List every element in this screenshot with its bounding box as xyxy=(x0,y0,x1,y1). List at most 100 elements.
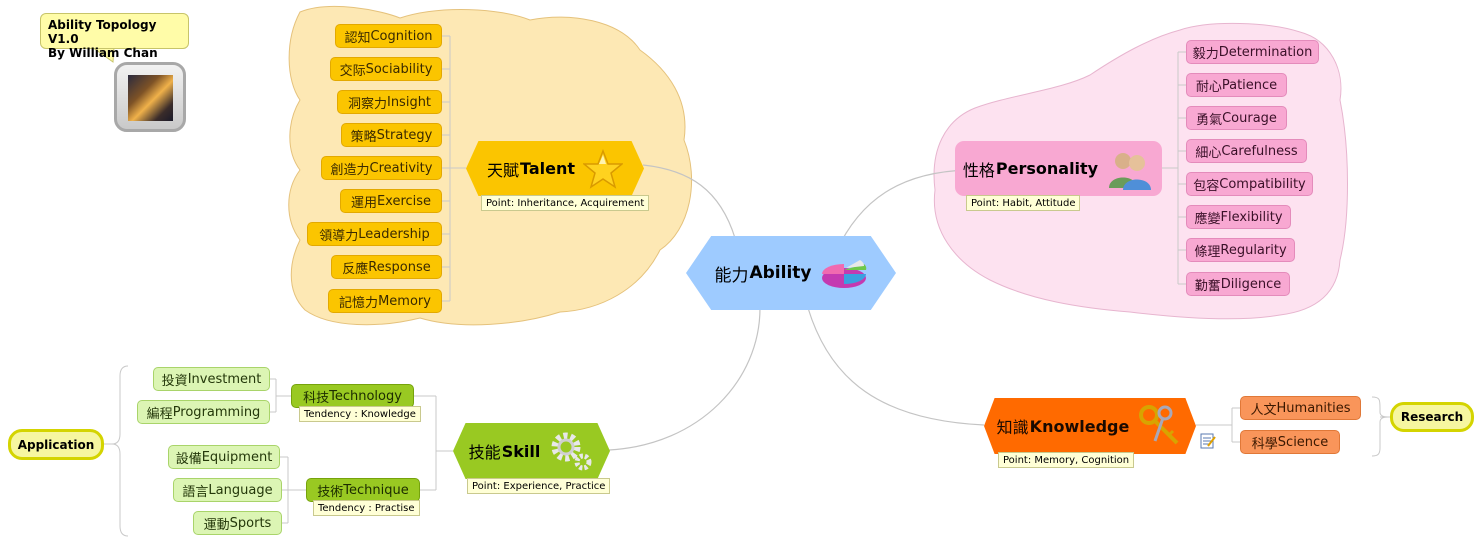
personality-item-en: Flexibility xyxy=(1220,209,1283,225)
knowledge-item-zh: 科學 xyxy=(1251,436,1278,452)
author-avatar[interactable] xyxy=(114,62,186,132)
personality-item-en: Determination xyxy=(1218,44,1313,60)
gears-icon xyxy=(551,432,592,471)
keys-icon xyxy=(1139,405,1179,445)
skill-item-zh: 投資 xyxy=(161,373,188,389)
talent-item-zh: 運用 xyxy=(350,195,377,211)
pie-chart-icon xyxy=(821,260,866,288)
technology-tendency-note: Tendency : Knowledge xyxy=(299,406,421,422)
talent-en: Talent xyxy=(519,159,576,178)
central-zh: 能力 xyxy=(714,265,749,286)
talent-item-zh: 反應 xyxy=(342,261,369,277)
skill-item-zh: 編程 xyxy=(146,406,173,422)
knowledge-item-en: Humanities xyxy=(1276,400,1351,416)
people-icon xyxy=(1109,152,1152,190)
talent-point-note: Point: Inheritance, Acquirement xyxy=(481,195,650,211)
talent-item-zh: 策略 xyxy=(350,129,377,145)
research-label[interactable]: Research xyxy=(1390,402,1474,432)
personality-item-en: Carefulness xyxy=(1221,143,1298,159)
personality-item-zh: 勇氣 xyxy=(1196,112,1223,128)
personality-point-note: Point: Habit, Attitude xyxy=(966,195,1081,211)
technique-tendency-note: Tendency : Practise xyxy=(313,500,420,516)
callout-line-2: By William Chan xyxy=(48,46,158,60)
skill-sub-en: Technology xyxy=(329,388,402,404)
talent-item-en: Creativity xyxy=(369,160,433,176)
personality-en: Personality xyxy=(995,159,1099,178)
personality-item-en: Regularity xyxy=(1220,242,1287,258)
talent-item-zh: 創造力 xyxy=(330,162,370,178)
personality-item-zh: 細心 xyxy=(1195,145,1222,161)
knowledge-item-zh: 人文 xyxy=(1250,402,1277,418)
personality-item-zh: 應變 xyxy=(1194,211,1221,227)
callout-line-1: Ability Topology V1.0 xyxy=(48,18,157,46)
application-label[interactable]: Application xyxy=(8,429,104,460)
talent-item-en: Strategy xyxy=(376,127,433,143)
skill-sub-zh: 科技 xyxy=(303,390,330,406)
personality-item-en: Compatibility xyxy=(1219,176,1306,192)
talent-item-en: Insight xyxy=(386,94,432,110)
talent-item-zh: 領導力 xyxy=(319,228,359,244)
skill-item-zh: 語言 xyxy=(182,484,209,500)
knowledge-item-en: Science xyxy=(1277,434,1329,450)
personality-item-en: Courage xyxy=(1222,110,1277,126)
skill-item-en: Language xyxy=(208,482,273,498)
skill-item-zh: 設備 xyxy=(175,451,202,467)
personality-item-zh: 毅力 xyxy=(1192,46,1219,62)
talent-item-en: Sociability xyxy=(365,61,433,77)
personality-item-en: Diligence xyxy=(1220,276,1282,292)
central-en: Ability xyxy=(749,263,812,283)
skill-item-en: Investment xyxy=(187,371,262,387)
skill-item-zh: 運動 xyxy=(203,517,230,533)
personality-item-zh: 耐心 xyxy=(1195,79,1222,95)
personality-zh: 性格 xyxy=(962,160,995,180)
talent-item-zh: 交际 xyxy=(339,63,366,79)
knowledge-zh: 知識 xyxy=(996,418,1029,437)
personality-item-zh: 包容 xyxy=(1193,178,1220,194)
talent-item-en: Exercise xyxy=(376,193,432,209)
title-callout: Ability Topology V1.0 By William Chan xyxy=(40,13,189,60)
talent-item-en: Leadership xyxy=(358,226,430,242)
skill-item-en: Programming xyxy=(172,404,261,420)
avatar-image xyxy=(128,75,173,121)
talent-item-zh: 洞察力 xyxy=(347,96,387,112)
note-icon[interactable] xyxy=(1200,433,1216,449)
knowledge-en: Knowledge xyxy=(1029,416,1130,436)
personality-item-zh: 條理 xyxy=(1194,244,1221,260)
personality-item-zh: 勤奮 xyxy=(1194,278,1221,294)
skill-item-en: Sports xyxy=(229,515,272,531)
skill-sub-zh: 技術 xyxy=(317,484,344,500)
talent-item-en: Cognition xyxy=(370,28,433,44)
skill-point-note: Point: Experience, Practice xyxy=(467,478,611,494)
